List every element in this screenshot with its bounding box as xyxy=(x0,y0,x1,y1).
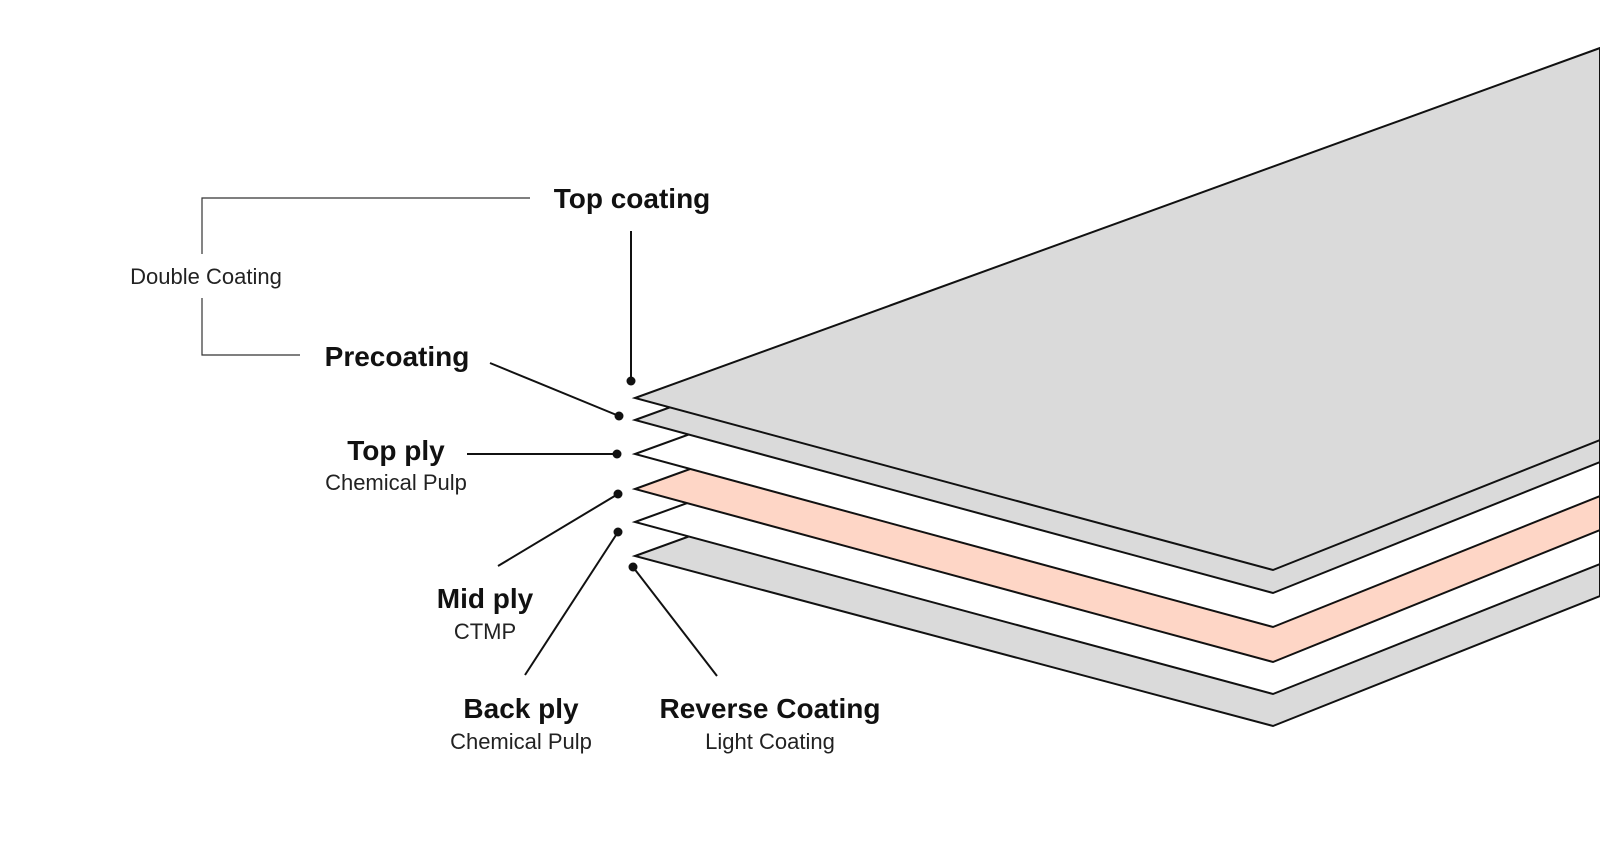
leader-lines xyxy=(467,231,718,677)
dot-reverse-coating xyxy=(628,562,638,572)
leader-mid-ply xyxy=(497,493,619,567)
label-reverse-coating: Reverse Coating xyxy=(660,693,881,724)
label-top-ply: Top ply xyxy=(347,435,445,466)
sublabel-mid-ply: CTMP xyxy=(454,619,516,644)
dot-top-coating xyxy=(626,376,636,386)
dot-mid-ply xyxy=(613,489,623,499)
label-back-ply: Back ply xyxy=(463,693,579,724)
label-mid-ply: Mid ply xyxy=(437,583,534,614)
dot-precoating xyxy=(614,411,624,421)
dot-back-ply xyxy=(613,527,623,537)
double-coating-label: Double Coating xyxy=(130,264,282,289)
sublabel-top-ply: Chemical Pulp xyxy=(325,470,467,495)
label-top-coating: Top coating xyxy=(554,183,711,214)
sheet-stack xyxy=(631,46,1600,728)
leader-precoating xyxy=(489,362,620,417)
sublabel-back-ply: Chemical Pulp xyxy=(450,729,592,754)
dot-top-ply xyxy=(612,449,622,459)
double-coating-bracket: Double Coating xyxy=(130,197,530,356)
leader-back-ply xyxy=(524,531,619,676)
leader-reverse-coating xyxy=(632,566,718,677)
sublabel-reverse-coating: Light Coating xyxy=(705,729,835,754)
leader-dots xyxy=(612,376,638,572)
label-precoating: Precoating xyxy=(325,341,470,372)
layer-labels: Top coating Precoating Top ply Chemical … xyxy=(325,183,881,754)
sheet-top-coating xyxy=(631,46,1600,572)
